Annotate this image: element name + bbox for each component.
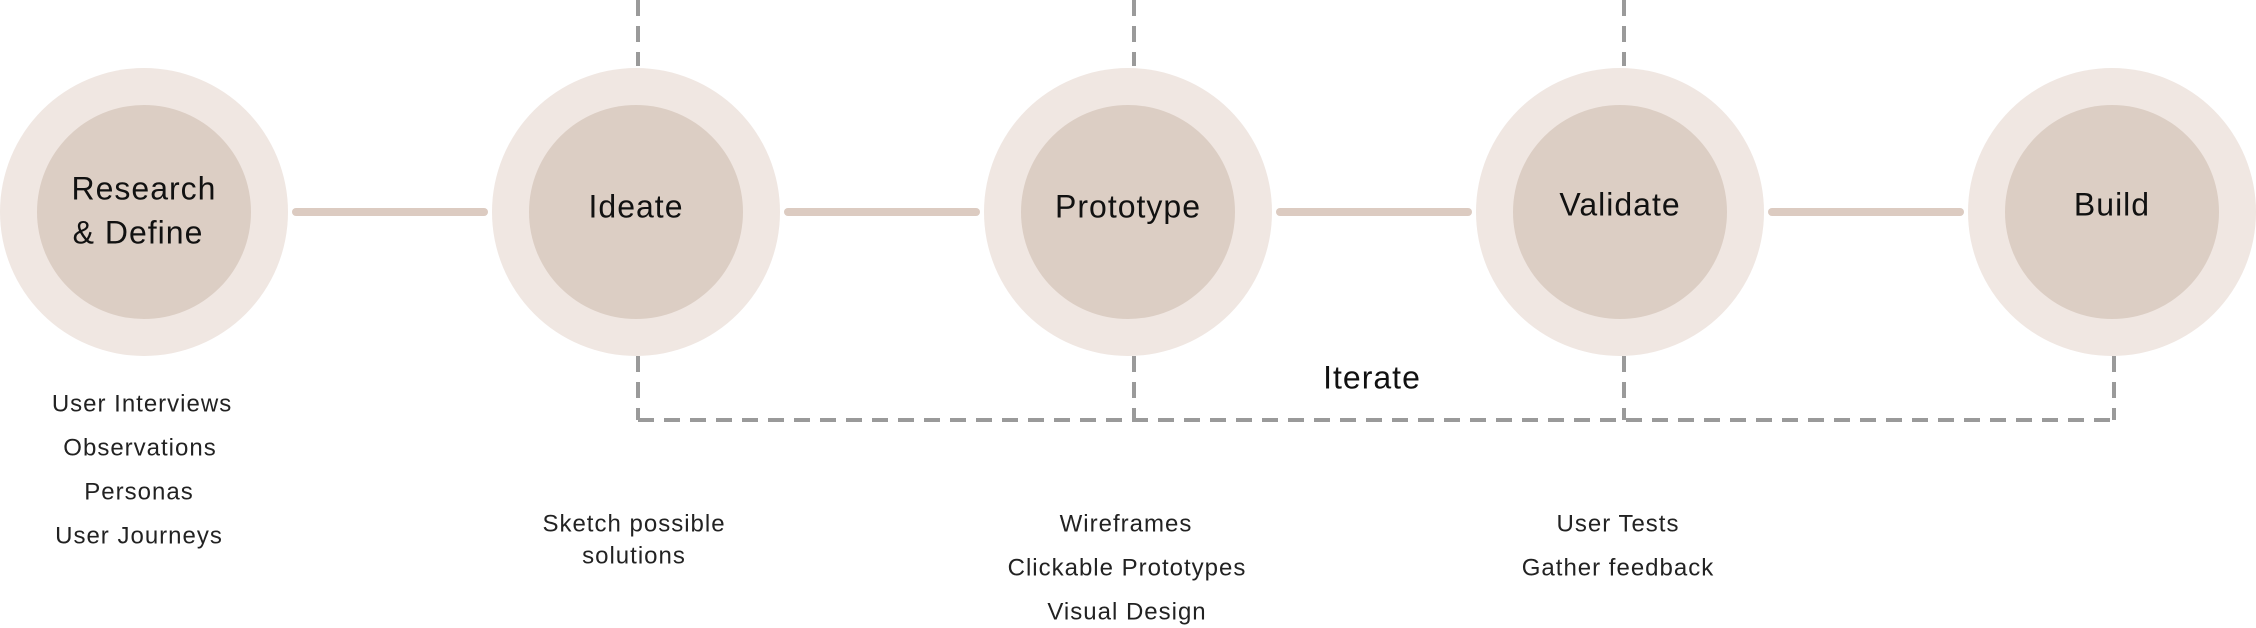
stage-node-validate: Validate [1476,68,1764,356]
activity-item: Observations [63,434,216,461]
stage-label-validate: Validate [1559,186,1680,222]
activity-item: Clickable Prototypes [1008,554,1247,581]
iterate-loop-bottom [636,356,2116,422]
activity-item: Sketch possible [542,510,725,537]
activity-item: solutions [582,542,686,569]
stage-node-ideate: Ideate [492,68,780,356]
iterate-label: Iterate [1323,359,1421,395]
activity-item: User Interviews [52,390,232,417]
activities-validate: User Tests Gather feedback [1522,510,1714,581]
stage-label-prototype: Prototype [1055,188,1201,224]
activities-ideate: Sketch possible solutions [542,510,725,569]
iterate-loop-top [636,0,1626,66]
activities-prototype: Wireframes Clickable Prototypes Visual D… [1008,510,1247,625]
activity-item: Visual Design [1047,598,1206,625]
activity-item: User Journeys [55,522,223,549]
stage-node-prototype: Prototype [984,68,1272,356]
stage-label-research-line-2: & Define [73,214,204,250]
activity-item: Gather feedback [1522,554,1714,581]
activity-item: User Tests [1557,510,1680,537]
stage-node-build: Build [1968,68,2256,356]
stage-label-build: Build [2074,186,2150,222]
stage-label-ideate: Ideate [589,188,684,224]
activity-item: Wireframes [1060,510,1193,537]
stage-label-research-line-1: Research [72,170,217,206]
stage-node-research-define: Research & Define [0,68,288,356]
activity-item: Personas [84,478,193,505]
activities-research-define: User Interviews Observations Personas Us… [52,390,232,549]
